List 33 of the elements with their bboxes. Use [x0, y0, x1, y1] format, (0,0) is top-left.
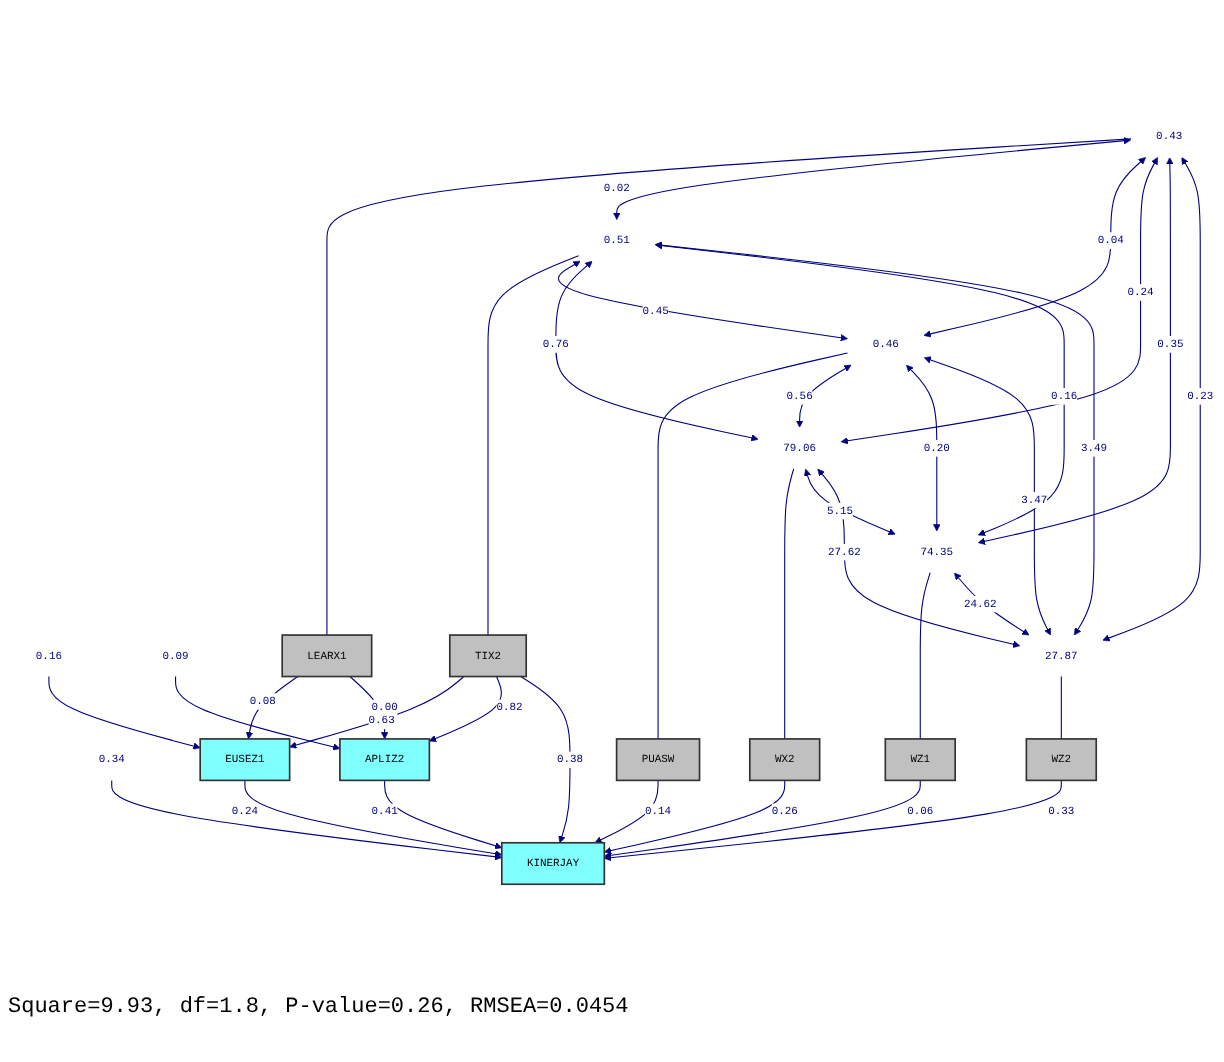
- arrow: [48, 675, 201, 750]
- arrow: [1102, 157, 1201, 642]
- connector: [326, 138, 1132, 636]
- arrow: [906, 364, 941, 532]
- arrow: [954, 572, 1030, 636]
- arrow: [655, 241, 1095, 636]
- connector: [487, 255, 580, 636]
- arrow: [795, 364, 852, 428]
- arrow: [111, 779, 503, 861]
- arrow: [604, 779, 921, 859]
- connector: [1060, 675, 1062, 740]
- arrow: [175, 675, 341, 751]
- arrow: [840, 157, 1158, 445]
- arrow: [594, 779, 659, 844]
- arrow: [244, 779, 503, 858]
- arrow: [245, 675, 299, 740]
- arrow: [557, 260, 848, 342]
- arrow: [429, 675, 502, 742]
- arrow: [923, 157, 1146, 338]
- arrow: [613, 137, 1131, 220]
- arrow: [977, 157, 1174, 545]
- connector: [657, 352, 849, 740]
- arrow: [384, 779, 503, 850]
- arrow: [803, 468, 896, 536]
- arrow: [555, 260, 759, 442]
- connector: [784, 468, 795, 740]
- connector: [919, 572, 931, 740]
- arrow: [817, 468, 1021, 648]
- fit-statistics-caption: Square=9.93, df=1.8, P-value=0.26, RMSEA=0.0454: [6, 996, 631, 1020]
- arrow: [520, 675, 571, 844]
- arrow: [923, 356, 1051, 636]
- arrow: [604, 779, 1062, 862]
- arrow: [604, 779, 786, 855]
